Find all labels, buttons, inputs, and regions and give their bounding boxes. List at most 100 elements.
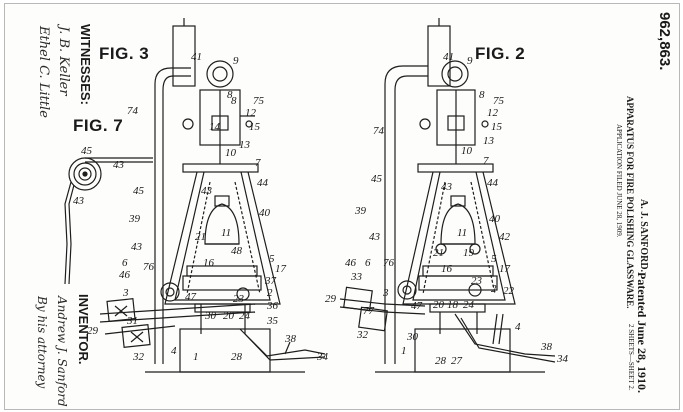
svg-text:31: 31 — [126, 315, 138, 327]
svg-text:29: 29 — [87, 325, 99, 337]
svg-text:9: 9 — [233, 55, 239, 67]
svg-text:75: 75 — [253, 95, 265, 107]
svg-text:45: 45 — [133, 185, 145, 197]
svg-text:39: 39 — [354, 205, 367, 217]
svg-text:43: 43 — [73, 195, 85, 207]
svg-text:4: 4 — [515, 321, 521, 333]
svg-text:20: 20 — [433, 299, 445, 311]
svg-text:38: 38 — [540, 341, 553, 353]
svg-text:12: 12 — [245, 107, 257, 119]
patent-drawing-frame: FIG. 3 FIG. 2 FIG. 7 WITNESSES: J. B. Ke… — [4, 3, 680, 410]
svg-text:74: 74 — [373, 125, 385, 137]
svg-text:9: 9 — [467, 55, 473, 67]
svg-text:43: 43 — [113, 159, 125, 171]
svg-text:2: 2 — [267, 287, 273, 299]
svg-text:3: 3 — [122, 287, 129, 299]
svg-text:8: 8 — [227, 89, 233, 101]
svg-text:28: 28 — [231, 351, 243, 363]
svg-text:34: 34 — [316, 351, 329, 363]
svg-text:11: 11 — [457, 227, 467, 239]
fig-2-reference-numerals: 41 9 8 75 12 15 13 10 7 74 45 44 43 39 4… — [325, 51, 569, 367]
fig-7-drawing — [64, 157, 153, 285]
svg-text:40: 40 — [259, 207, 271, 219]
svg-text:14: 14 — [209, 121, 221, 133]
svg-text:10: 10 — [461, 145, 473, 157]
svg-text:1: 1 — [193, 351, 199, 363]
svg-text:33: 33 — [350, 271, 363, 283]
svg-text:7: 7 — [483, 155, 489, 167]
svg-text:44: 44 — [257, 177, 269, 189]
svg-text:19: 19 — [463, 247, 475, 259]
svg-text:16: 16 — [441, 263, 453, 275]
svg-text:42: 42 — [499, 231, 511, 243]
svg-text:39: 39 — [128, 213, 141, 225]
svg-text:8: 8 — [479, 89, 485, 101]
svg-text:46: 46 — [119, 269, 131, 281]
svg-text:21: 21 — [195, 231, 206, 243]
svg-text:40: 40 — [489, 213, 501, 225]
svg-text:43: 43 — [131, 241, 143, 253]
svg-text:24: 24 — [463, 299, 475, 311]
svg-text:74: 74 — [127, 105, 139, 117]
svg-text:23: 23 — [471, 275, 483, 287]
svg-text:8: 8 — [231, 95, 237, 107]
svg-text:13: 13 — [239, 139, 251, 151]
svg-text:76: 76 — [383, 257, 395, 269]
fig-3-reference-numerals: 41 9 8 8 75 12 15 14 13 10 7 74 45 44 43… — [87, 51, 329, 363]
svg-text:41: 41 — [191, 51, 202, 63]
svg-text:18: 18 — [447, 299, 459, 311]
svg-text:47: 47 — [185, 291, 197, 303]
svg-text:38: 38 — [284, 333, 297, 345]
svg-text:28: 28 — [435, 355, 447, 367]
svg-text:3: 3 — [382, 287, 389, 299]
svg-text:17: 17 — [275, 263, 287, 275]
svg-text:34: 34 — [556, 353, 569, 365]
svg-text:45: 45 — [371, 173, 383, 185]
fig-3-label: FIG. 3 — [99, 44, 150, 63]
svg-text:29: 29 — [325, 293, 337, 305]
svg-text:30: 30 — [204, 310, 217, 322]
svg-text:36: 36 — [266, 300, 279, 312]
svg-text:22: 22 — [503, 285, 515, 297]
fig-7-reference-numerals: 45 43 43 — [73, 145, 125, 207]
svg-text:21: 21 — [433, 247, 444, 259]
svg-text:77: 77 — [363, 305, 375, 317]
svg-text:5: 5 — [269, 253, 275, 265]
svg-text:32: 32 — [356, 329, 369, 341]
svg-text:17: 17 — [499, 263, 511, 275]
fig-7-label: FIG. 7 — [73, 116, 124, 135]
svg-text:75: 75 — [493, 95, 505, 107]
svg-text:20: 20 — [223, 310, 235, 322]
svg-text:15: 15 — [491, 121, 503, 133]
svg-text:13: 13 — [483, 135, 495, 147]
svg-text:2: 2 — [491, 283, 497, 295]
svg-text:35: 35 — [266, 315, 279, 327]
svg-text:32: 32 — [132, 351, 145, 363]
svg-text:30: 30 — [406, 331, 419, 343]
svg-text:47: 47 — [411, 300, 423, 312]
svg-text:76: 76 — [143, 261, 155, 273]
patent-line-drawing: 41 9 8 8 75 12 15 14 13 10 7 74 45 44 43… — [64, 18, 569, 373]
svg-text:4: 4 — [171, 345, 177, 357]
svg-text:37: 37 — [264, 275, 277, 287]
svg-text:45: 45 — [81, 145, 93, 157]
svg-text:1: 1 — [401, 345, 407, 357]
fig-2-label: FIG. 2 — [475, 44, 526, 63]
svg-text:44: 44 — [487, 177, 499, 189]
svg-text:23: 23 — [233, 293, 245, 305]
svg-text:6: 6 — [365, 257, 371, 269]
svg-text:7: 7 — [255, 157, 261, 169]
svg-text:6: 6 — [122, 257, 128, 269]
svg-text:15: 15 — [249, 121, 261, 133]
svg-text:43: 43 — [369, 231, 381, 243]
svg-text:5: 5 — [491, 253, 497, 265]
svg-text:12: 12 — [487, 107, 499, 119]
svg-text:48: 48 — [231, 245, 243, 257]
svg-text:41: 41 — [443, 51, 454, 63]
svg-text:43: 43 — [441, 181, 453, 193]
svg-text:27: 27 — [451, 355, 463, 367]
fig-2-drawing — [339, 18, 556, 373]
svg-text:43: 43 — [201, 185, 213, 197]
svg-text:11: 11 — [221, 227, 231, 239]
